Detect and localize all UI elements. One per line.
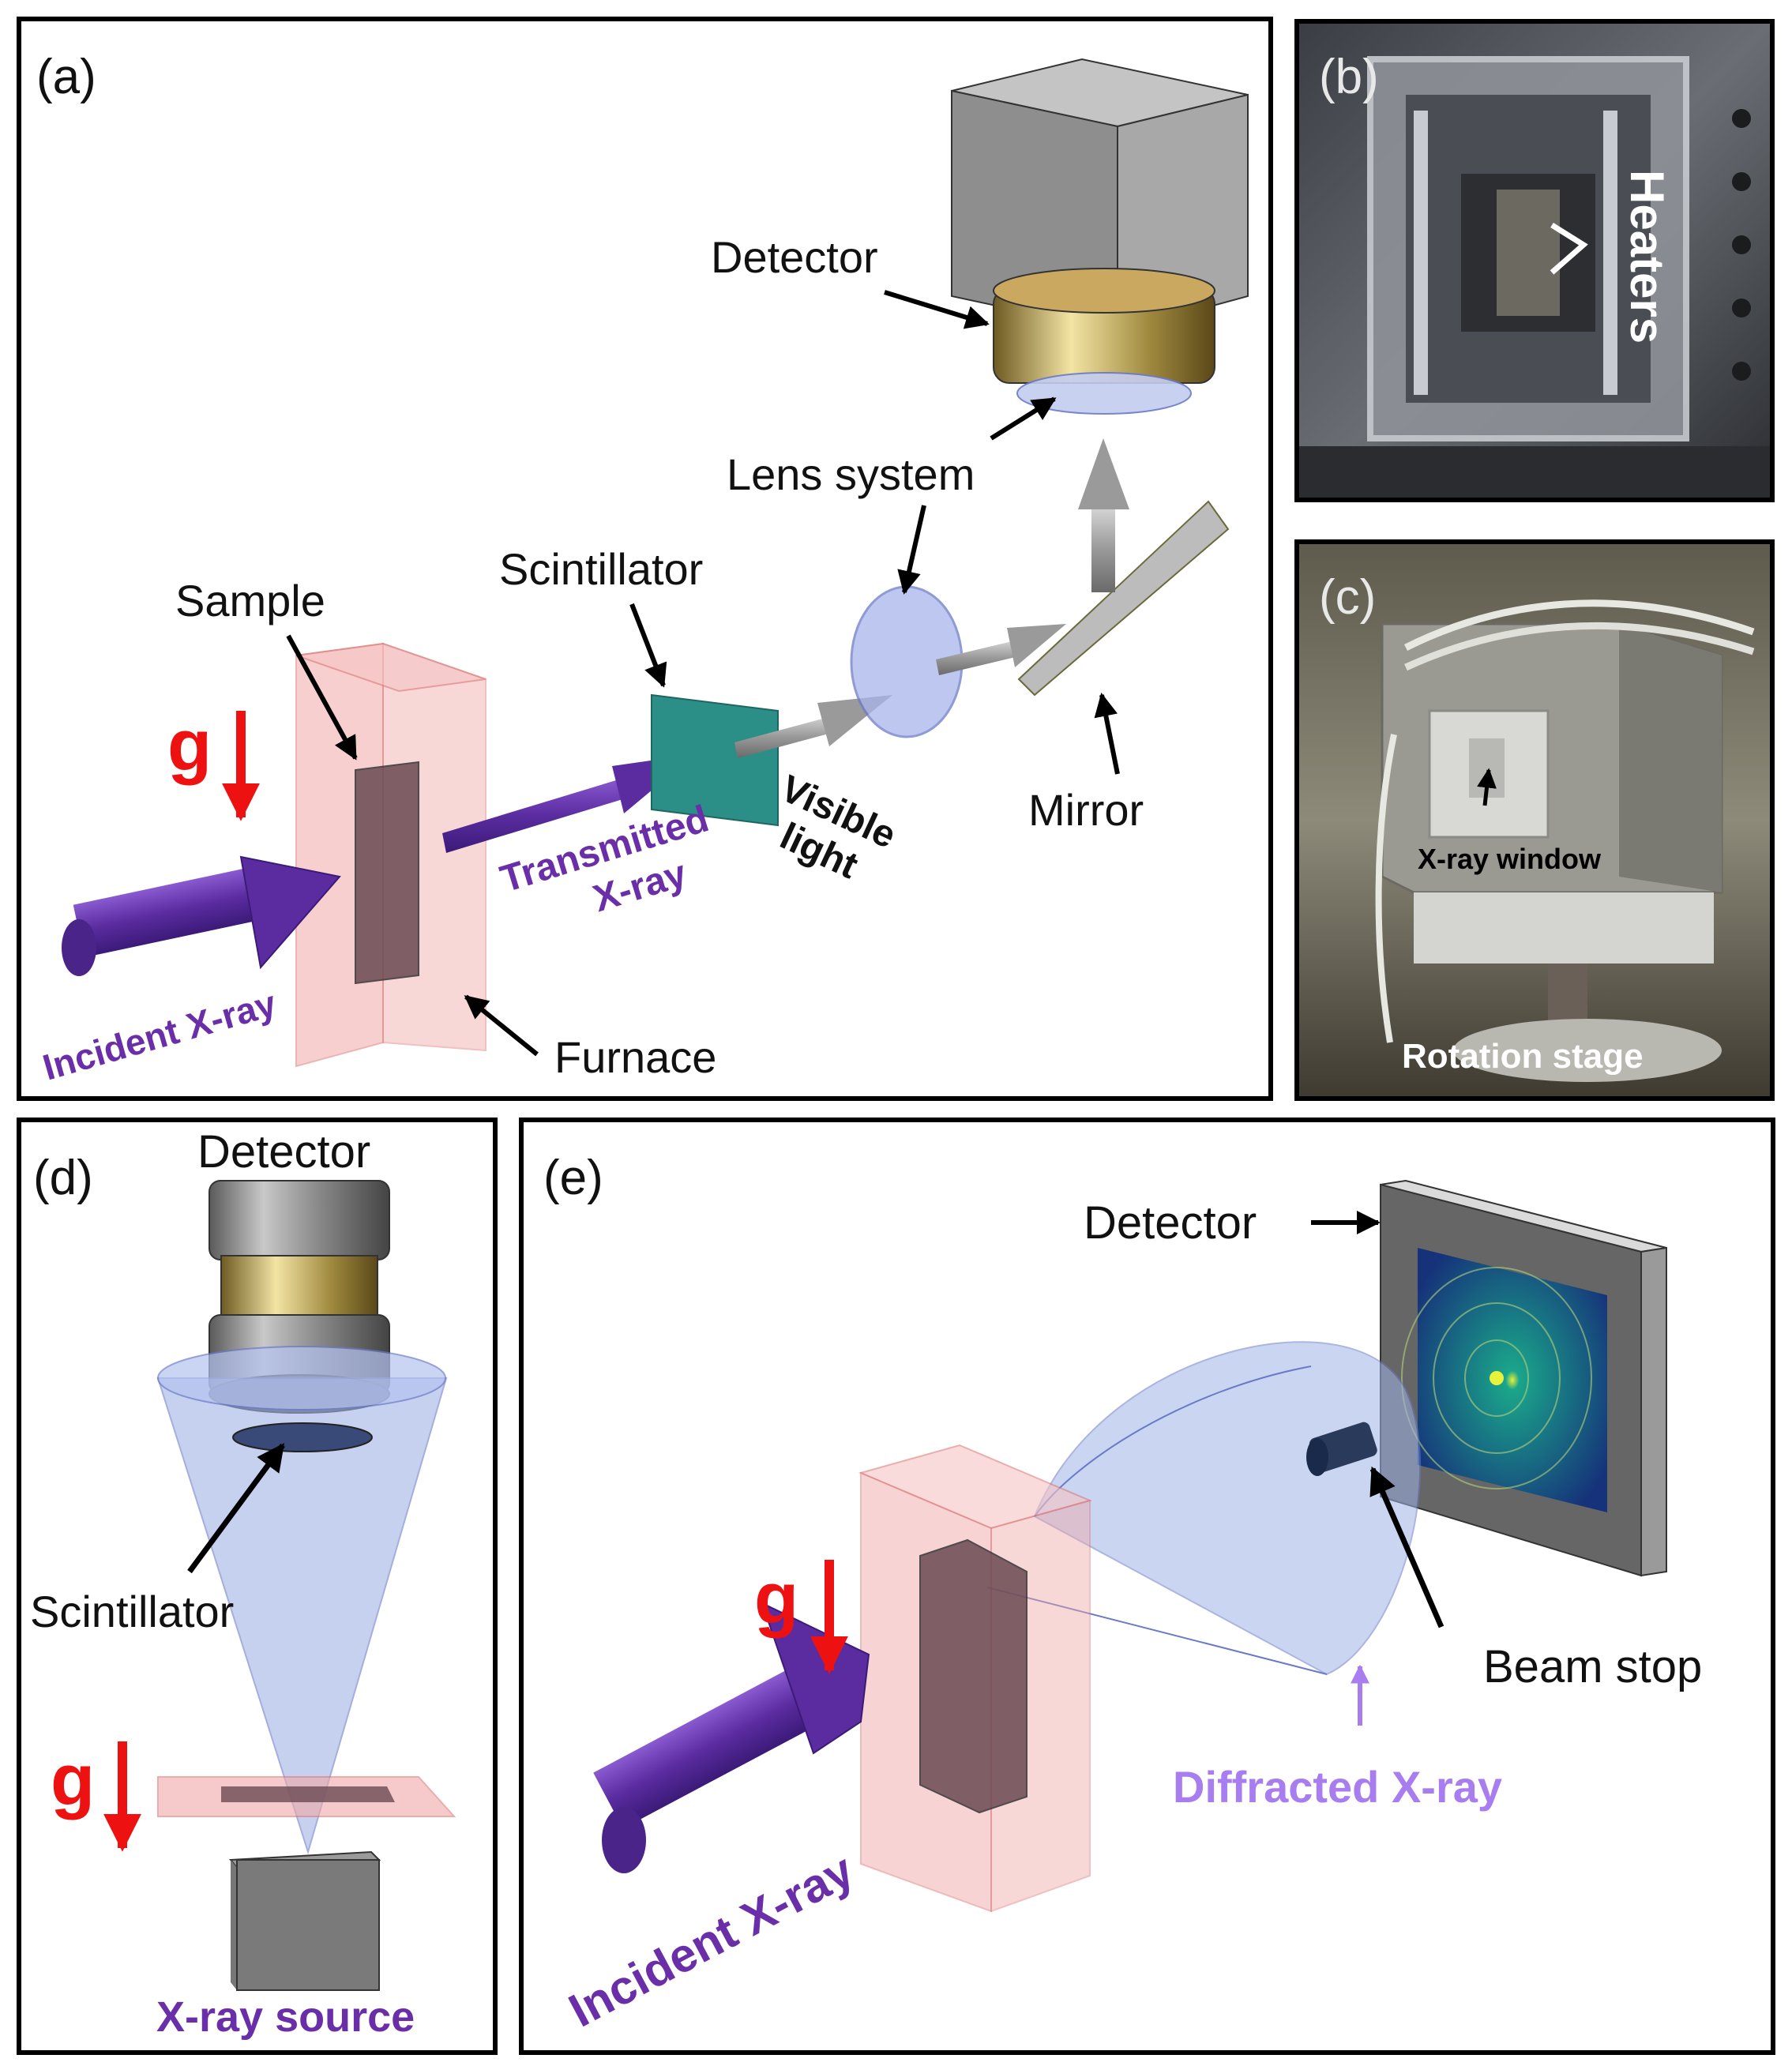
panel-d-frame xyxy=(17,1118,498,2055)
label-incident-xray-a: Incident X-ray xyxy=(38,982,280,1088)
gravity-symbol-e: g xyxy=(754,1558,798,1639)
furnace-e xyxy=(858,1444,1093,1913)
detector-a xyxy=(951,58,1249,415)
panel-b: (b) Heaters xyxy=(1294,19,1775,502)
label-detector-e: Detector xyxy=(1084,1197,1257,1249)
panel-b-frame xyxy=(1294,19,1775,502)
label-scintillator-d: Scintillator xyxy=(30,1587,234,1636)
panel-a-frame xyxy=(17,17,1273,1101)
sample-plate xyxy=(355,761,419,985)
gravity-symbol-d: g xyxy=(51,1740,95,1820)
visible-light-arrows xyxy=(734,438,1230,758)
panel-d-tag: (d) xyxy=(33,1151,93,1205)
panel-d: (d) Detector Scintillator g X-ray source xyxy=(17,1118,498,2055)
label-scintillator-a: Scintillator xyxy=(499,544,703,594)
gravity-symbol-a: g xyxy=(167,705,212,786)
scintillator-a xyxy=(651,693,779,827)
panel-c-frame xyxy=(1294,539,1775,1101)
diffraction-cone xyxy=(1033,1341,1422,1676)
panel-e-tag: (e) xyxy=(543,1151,603,1205)
scintillator-disc-d xyxy=(232,1422,373,1452)
label-detector-a: Detector xyxy=(711,232,878,282)
label-sample: Sample xyxy=(175,576,325,625)
label-lens-system: Lens system xyxy=(727,449,975,499)
label-mirror: Mirror xyxy=(1028,785,1144,835)
incident-xray-arrow-e xyxy=(593,1602,870,1873)
panel-c-tag: (c) xyxy=(1319,570,1376,625)
label-beam-stop: Beam stop xyxy=(1483,1641,1702,1692)
panel-a: (a) xyxy=(17,17,1273,1101)
panel-e: (e) xyxy=(519,1118,1775,2055)
furnace-a xyxy=(295,642,487,1068)
incident-xray-arrow-a xyxy=(62,855,341,976)
panel-b-tag: (b) xyxy=(1319,50,1379,104)
label-xray-window: X-ray window xyxy=(1418,843,1602,875)
panel-a-tag: (a) xyxy=(36,50,96,104)
beam-stop xyxy=(1306,1422,1377,1476)
label-incident-xray-e: Incident X-ray xyxy=(561,1843,862,2038)
detector-e xyxy=(1380,1179,1667,1577)
label-heaters: Heaters xyxy=(1621,170,1674,344)
label-furnace: Furnace xyxy=(554,1032,716,1082)
label-diffracted-xray: Diffracted X-ray xyxy=(1173,1762,1502,1812)
label-rotation-stage: Rotation stage xyxy=(1402,1037,1644,1076)
label-detector-d: Detector xyxy=(197,1126,370,1178)
mirror-plate xyxy=(1017,500,1230,697)
panel-c: (c) X-ray window Rotation stage xyxy=(1294,539,1775,1101)
panel-e-frame xyxy=(519,1118,1775,2055)
label-xray-source: X-ray source xyxy=(156,1993,415,2041)
